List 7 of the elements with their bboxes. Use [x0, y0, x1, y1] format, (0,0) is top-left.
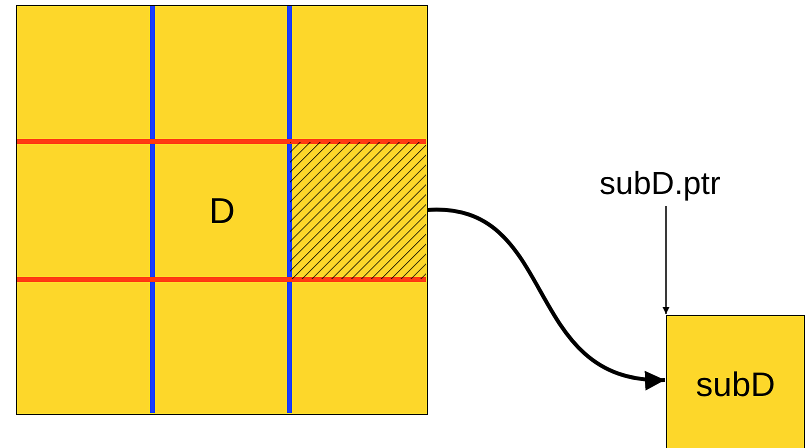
arrow: [662, 206, 670, 314]
arrow: [426, 208, 666, 388]
node-label: D: [209, 190, 235, 232]
node-label: subD.ptr: [600, 164, 720, 202]
matrix-grid: [16, 5, 428, 415]
submatrix-box: [666, 315, 805, 448]
node-label: subD: [696, 366, 776, 404]
